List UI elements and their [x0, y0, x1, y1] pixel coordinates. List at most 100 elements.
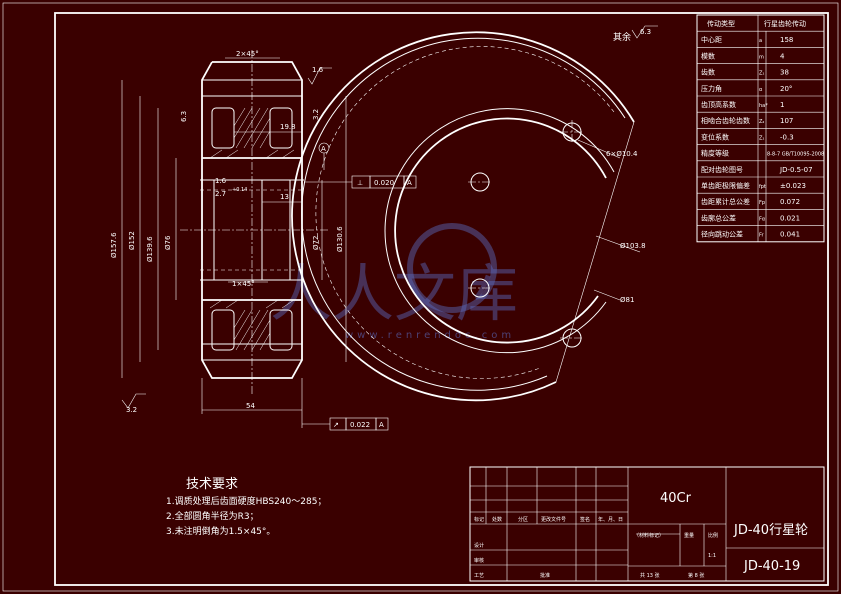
svg-text:⊥: ⊥: [357, 179, 363, 187]
section-view: [180, 50, 330, 395]
param-value: ±0.023: [780, 182, 806, 190]
param-name: 单齿距极限偏差: [701, 181, 750, 190]
svg-text:分区: 分区: [518, 516, 528, 523]
svg-text:1.调质处理后齿面硬度HBS240～285；: 1.调质处理后齿面硬度HBS240～285；: [166, 495, 326, 507]
param-name: 齿距累计总公差: [701, 197, 750, 206]
param-header-value: 行星齿轮传动: [764, 19, 806, 28]
svg-text:设计: 设计: [474, 542, 484, 549]
param-value: 0.041: [780, 231, 800, 239]
svg-text:审核: 审核: [474, 557, 484, 564]
param-symbol: Z₁: [759, 71, 764, 77]
svg-text:3.2: 3.2: [312, 109, 320, 120]
param-name: 中心距: [701, 35, 722, 44]
svg-text:技术要求: 技术要求: [186, 477, 238, 492]
svg-text:1×45°: 1×45°: [232, 280, 255, 288]
svg-text:3.未注明倒角为1.5×45°。: 3.未注明倒角为1.5×45°。: [166, 525, 275, 537]
param-name: 齿廓总公差: [701, 213, 736, 222]
svg-text:40Cr: 40Cr: [660, 491, 692, 506]
svg-text:（材料标记）: （材料标记）: [634, 532, 664, 539]
param-name: 压力角: [701, 84, 722, 93]
svg-text:其余: 其余: [613, 31, 631, 43]
param-value: 0.021: [780, 214, 800, 222]
param-value: 1: [780, 101, 784, 109]
param-symbol: Fα: [759, 216, 766, 222]
svg-text:JD-40-19: JD-40-19: [743, 559, 800, 574]
param-value: 38: [780, 69, 789, 77]
svg-text:2×45°: 2×45°: [236, 50, 259, 58]
svg-text:13: 13: [280, 193, 289, 201]
param-value: 107: [780, 117, 793, 125]
param-symbol: a: [759, 38, 762, 44]
svg-text:0.022: 0.022: [350, 421, 370, 429]
svg-text:第 8 张: 第 8 张: [688, 572, 704, 579]
svg-text:A: A: [407, 179, 412, 187]
param-symbol: Z₂: [759, 119, 764, 125]
svg-text:共 13 张: 共 13 张: [640, 572, 660, 579]
svg-text:A: A: [379, 421, 384, 429]
svg-text:批准: 批准: [540, 572, 550, 579]
svg-text:Ø157.6: Ø157.6: [110, 232, 118, 258]
svg-text:签名: 签名: [580, 516, 590, 523]
svg-text:3.2: 3.2: [126, 406, 137, 414]
param-header-label: 传动类型: [707, 19, 735, 28]
param-name: 配对齿轮图号: [701, 165, 743, 174]
svg-text:Ø81: Ø81: [620, 296, 634, 304]
svg-text:+0.14: +0.14: [232, 187, 247, 193]
svg-text:1.6: 1.6: [215, 177, 227, 185]
svg-text:www.renrendoc.com: www.renrendoc.com: [345, 330, 515, 341]
svg-text:Ø139.6: Ø139.6: [146, 236, 154, 262]
param-name: 齿数: [701, 68, 715, 77]
svg-text:1:1: 1:1: [708, 553, 716, 559]
svg-text:19.8: 19.8: [280, 123, 296, 131]
svg-text:Ø72: Ø72: [312, 236, 320, 250]
svg-text:2.7: 2.7: [215, 190, 226, 198]
param-value: -0.3: [780, 133, 794, 141]
svg-text:JD-40行星轮: JD-40行星轮: [733, 523, 808, 538]
section-dims: 2×45° 1.6 6.3 3.2 19.8 1.6 2.7 +0.14 13 …: [110, 50, 417, 431]
param-value: 8-8-7 GB/T10095-2008: [767, 152, 824, 158]
svg-text:Ø130.6: Ø130.6: [336, 226, 344, 252]
svg-text:6.3: 6.3: [640, 28, 651, 36]
svg-text:重量: 重量: [684, 532, 694, 539]
svg-text:54: 54: [246, 402, 255, 410]
svg-text:Ø152: Ø152: [128, 231, 136, 250]
svg-text:6.3: 6.3: [180, 111, 188, 122]
tech-requirements: 技术要求 1.调质处理后齿面硬度HBS240～285； 2.全部圆角半径为R3；…: [166, 477, 326, 537]
svg-text:6×Ø10.4: 6×Ø10.4: [606, 150, 638, 158]
svg-text:Ø103.8: Ø103.8: [620, 242, 646, 250]
param-symbol: α: [759, 87, 763, 93]
param-symbol: fpt: [759, 184, 766, 190]
param-name: 模数: [701, 51, 715, 60]
param-symbol: m: [759, 54, 764, 60]
param-name: 变位系数: [701, 132, 729, 141]
watermark: 人人文库 www.renrendoc.com: [270, 223, 518, 341]
front-view: 6×Ø10.4 Ø103.8 Ø81 其余 6.3: [291, 25, 658, 402]
inner-border: [54, 12, 829, 586]
param-value: 4: [780, 52, 785, 60]
svg-text:比例: 比例: [708, 532, 718, 539]
param-symbol: Fp: [759, 200, 765, 206]
param-name: 径向跳动公差: [701, 230, 743, 239]
param-symbol: Fr: [759, 233, 765, 239]
title-block: 标记 处数 分区 更改文件号 签名 年、月、日 设计 审核 工艺 批准 （材料标…: [469, 466, 825, 582]
param-value: 0.072: [780, 198, 800, 206]
param-symbol: ha*: [759, 103, 768, 109]
param-name: 齿顶高系数: [701, 100, 736, 109]
svg-text:1.6: 1.6: [312, 66, 324, 74]
param-value: 20°: [780, 85, 792, 93]
svg-text:处数: 处数: [492, 516, 502, 523]
svg-text:2.全部圆角半径为R3；: 2.全部圆角半径为R3；: [166, 510, 259, 522]
param-value: 158: [780, 36, 793, 44]
svg-text:Ø76: Ø76: [164, 235, 172, 250]
svg-text:↗: ↗: [333, 421, 339, 429]
svg-text:更改文件号: 更改文件号: [541, 516, 566, 523]
svg-text:年、月、日: 年、月、日: [598, 516, 623, 523]
param-name: 精度等级: [701, 149, 729, 158]
param-value: JD-0.5-07: [779, 166, 813, 174]
svg-text:人人文库: 人人文库: [270, 257, 518, 330]
param-name: 相啮合齿轮齿数: [701, 116, 750, 125]
